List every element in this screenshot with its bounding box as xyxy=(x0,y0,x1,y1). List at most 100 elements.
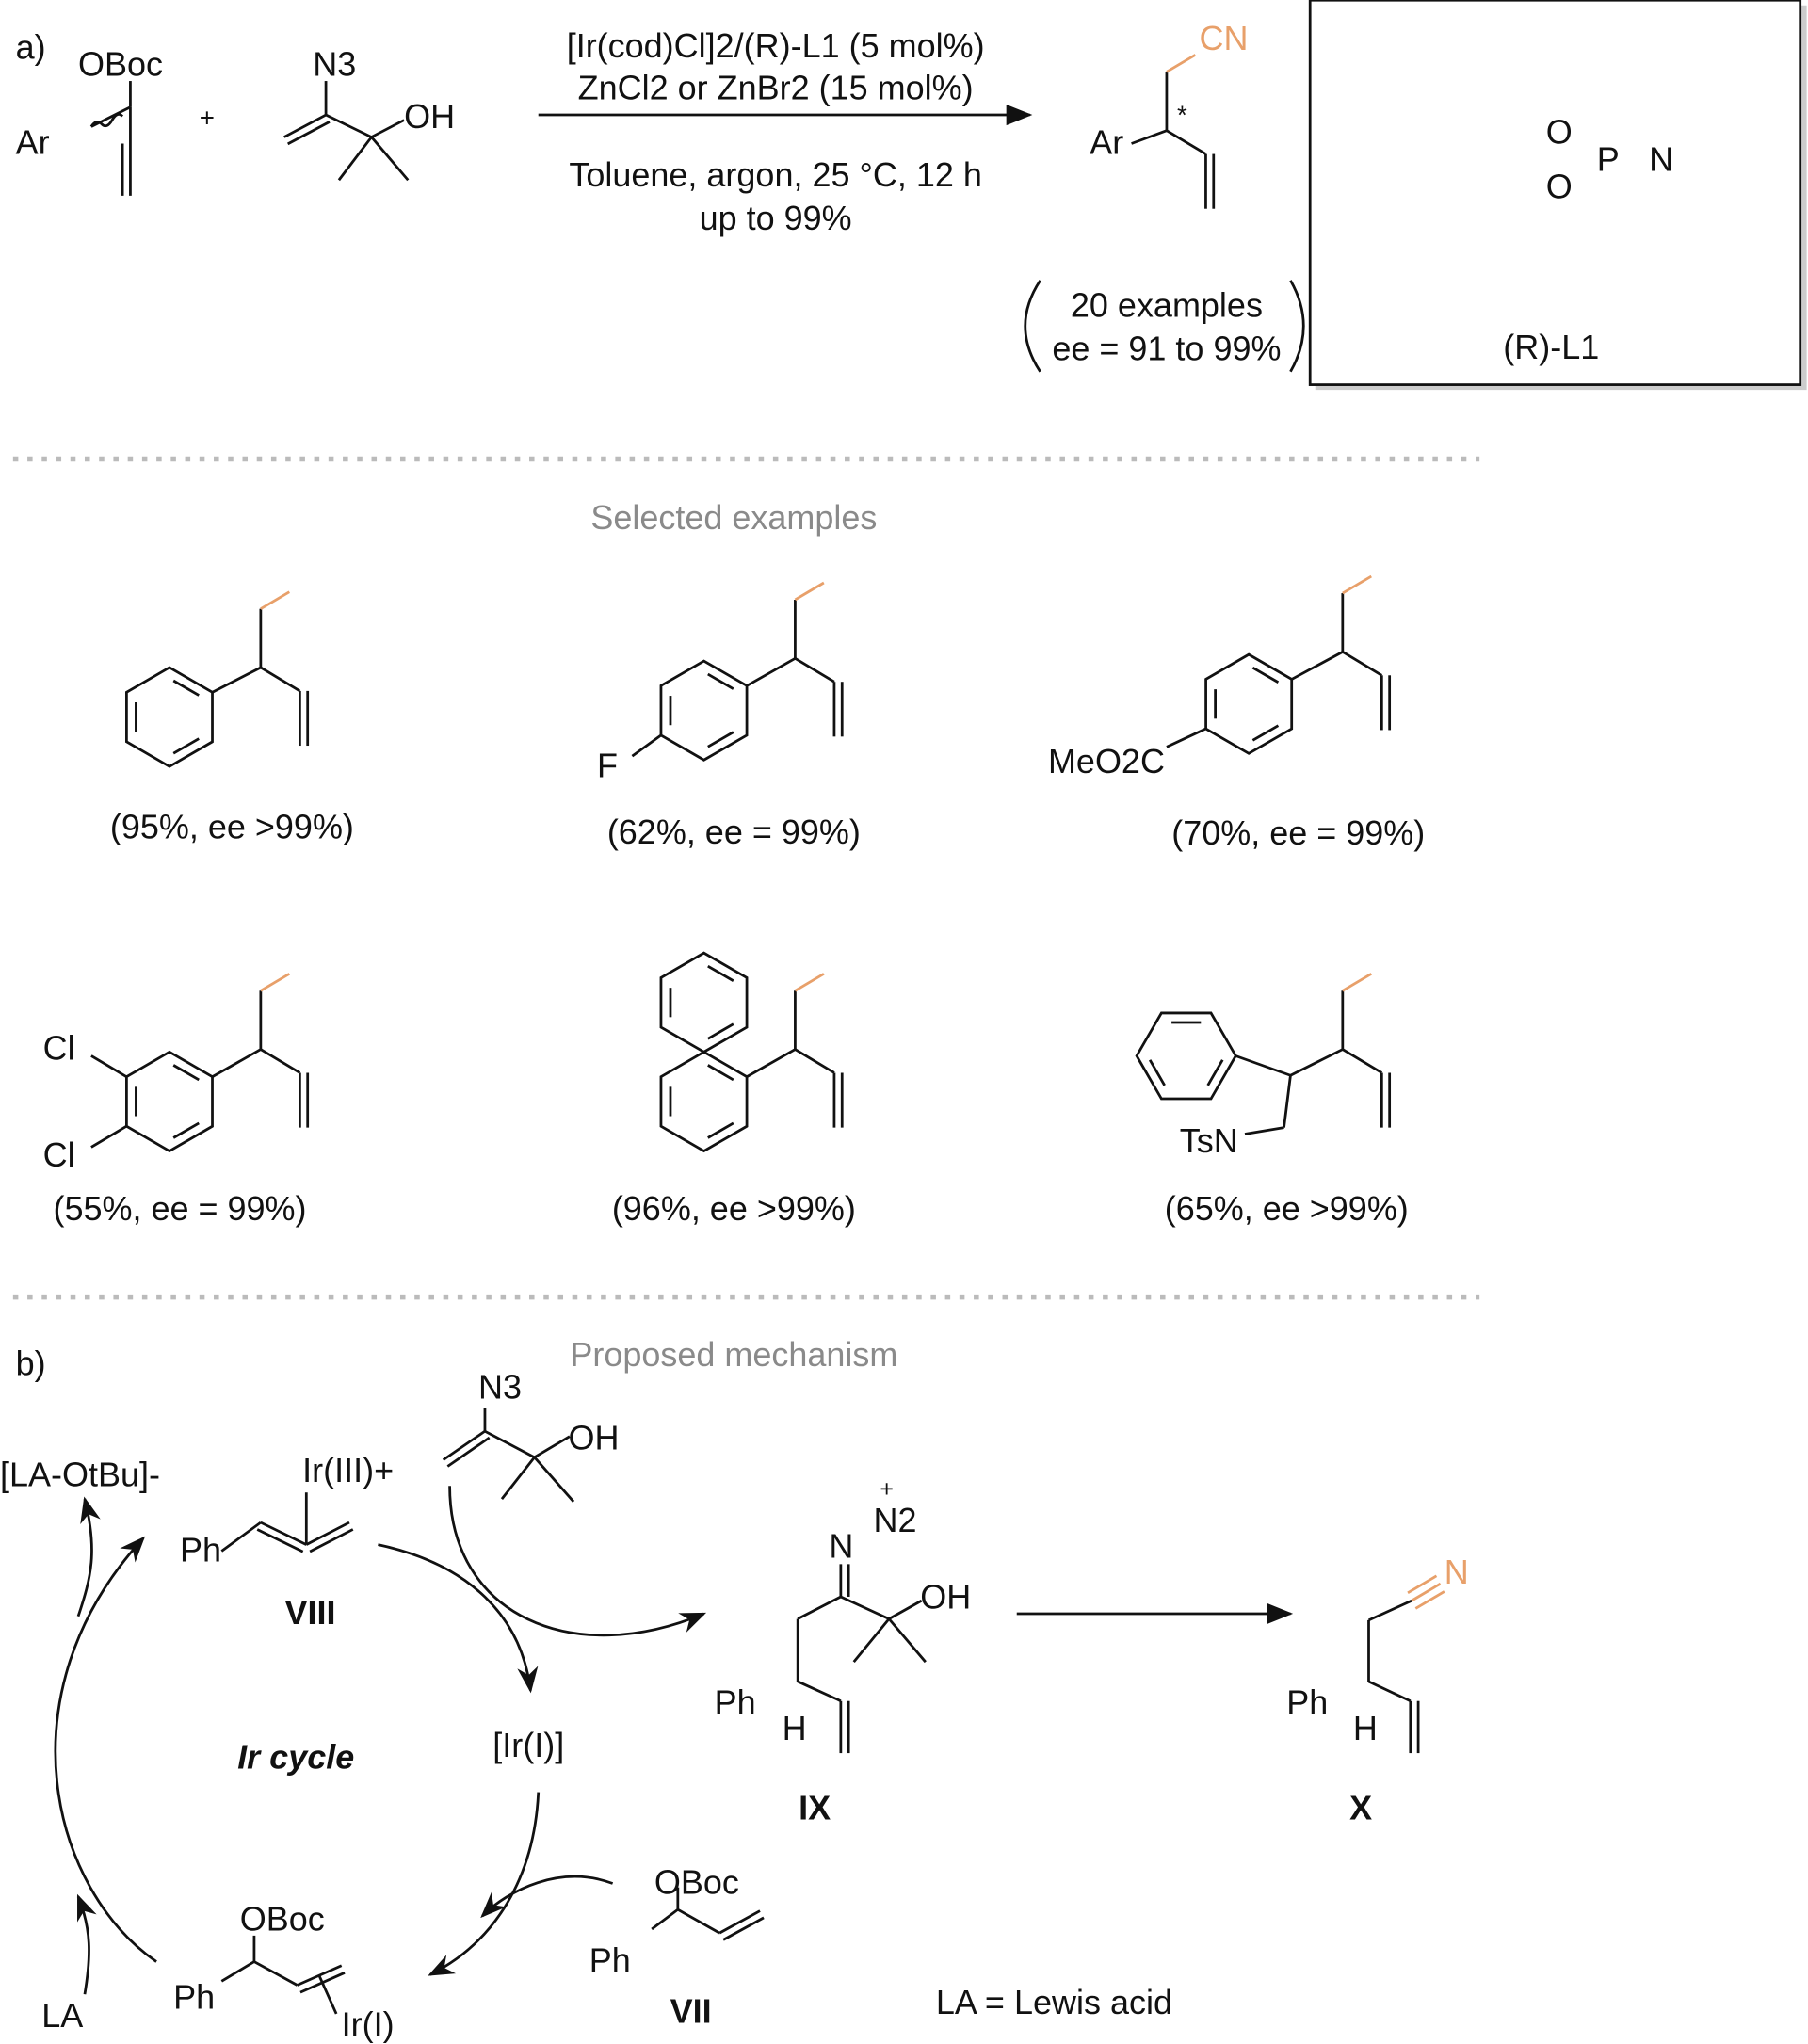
bond xyxy=(746,657,797,687)
mechanism-title: Proposed mechanism xyxy=(570,1335,897,1374)
bond xyxy=(309,1528,354,1553)
bond xyxy=(1251,666,1280,684)
ligand-label: (R)-L1 xyxy=(1503,328,1599,366)
yield-1: (95%, ee >99%) xyxy=(110,807,354,845)
conditions-line4: up to 99% xyxy=(700,199,852,237)
bond xyxy=(1251,724,1280,742)
bond xyxy=(533,1456,575,1503)
bond xyxy=(1367,1599,1412,1622)
vii-ph: Ph xyxy=(589,1941,631,1980)
bond xyxy=(1148,1059,1166,1086)
bond xyxy=(370,136,410,182)
yield-4: (55%, ee = 99%) xyxy=(54,1189,307,1228)
x-n: N xyxy=(1445,1553,1469,1591)
azide-n3: N3 xyxy=(478,1368,522,1407)
bond xyxy=(1367,1680,1412,1702)
substituent-tsn: TsN xyxy=(1180,1121,1238,1160)
reactant1-oboc: OBoc xyxy=(78,45,163,84)
ix-n2: N2 xyxy=(873,1501,916,1539)
bond xyxy=(172,679,200,697)
bond xyxy=(533,1435,571,1459)
bond xyxy=(722,1916,765,1941)
viii-ph: Ph xyxy=(180,1531,221,1569)
azide-oh: OH xyxy=(569,1419,620,1457)
bond xyxy=(211,1048,262,1078)
bond xyxy=(1166,129,1207,155)
x-ph: Ph xyxy=(1286,1683,1328,1722)
bond xyxy=(1342,1048,1383,1074)
bond xyxy=(1414,1590,1445,1610)
product-cn: CN xyxy=(1200,19,1249,57)
la-arrow xyxy=(76,1893,97,1995)
ix-n: N xyxy=(829,1526,853,1565)
bond xyxy=(1342,973,1372,992)
la-otbu: [LA-OtBu]- xyxy=(0,1455,160,1493)
bond xyxy=(500,1456,536,1500)
substituent-f: F xyxy=(597,746,618,784)
benzene-ring xyxy=(1135,1011,1237,1101)
bond xyxy=(212,666,262,694)
bond xyxy=(260,973,291,992)
bond xyxy=(1342,651,1383,677)
bond xyxy=(172,1064,200,1082)
ligand-o2: O xyxy=(1546,168,1573,206)
bond xyxy=(1289,1048,1344,1077)
benzene-ring xyxy=(659,659,749,762)
bond xyxy=(256,1528,304,1553)
bond xyxy=(718,1909,761,1935)
bond xyxy=(1244,1126,1284,1135)
viii-label: VIII xyxy=(284,1593,335,1632)
bond xyxy=(1411,1582,1442,1602)
ligand-box xyxy=(1308,0,1802,386)
bond xyxy=(707,1121,734,1139)
conditions-line3: Toluene, argon, 25 °C, 12 h xyxy=(569,155,982,194)
bond xyxy=(1235,1054,1291,1077)
otbu-arrow xyxy=(76,1496,101,1617)
substituent-cl-2: Cl xyxy=(43,1135,75,1174)
bond xyxy=(707,731,734,748)
benzene-ring xyxy=(659,1050,749,1153)
bond xyxy=(1166,54,1197,73)
benzene-ring xyxy=(125,666,214,768)
ligand-o1: O xyxy=(1546,112,1573,151)
bond xyxy=(90,1054,127,1078)
bond xyxy=(305,1521,350,1546)
substituent-cl-1: Cl xyxy=(43,1029,75,1068)
bond xyxy=(1206,1059,1224,1086)
bond xyxy=(852,1617,891,1664)
cycle-arrow-3 xyxy=(54,1536,157,1963)
bond xyxy=(220,1960,255,1983)
bond xyxy=(446,1436,491,1468)
complex-ir1: Ir(I) xyxy=(342,2004,395,2043)
bond xyxy=(90,1125,127,1149)
bond xyxy=(1131,129,1168,145)
bond xyxy=(260,1521,307,1546)
reactant1-ar: Ar xyxy=(16,123,50,162)
vii-oboc: OBoc xyxy=(654,1863,739,1902)
right-paren xyxy=(1289,280,1305,373)
part-b-label: b) xyxy=(16,1344,46,1383)
bond xyxy=(484,1429,536,1459)
bond xyxy=(707,964,734,982)
reactant2-oh: OH xyxy=(404,97,455,136)
wavy-bond xyxy=(89,113,124,128)
ix-oh: OH xyxy=(920,1577,971,1616)
bond xyxy=(746,1048,797,1078)
bond xyxy=(651,1908,679,1931)
bond xyxy=(840,1595,890,1620)
complex-ph: Ph xyxy=(173,1977,215,2016)
ix-ph: Ph xyxy=(715,1683,756,1722)
conditions-line1: [Ir(cod)Cl]2/(R)-L1 (5 mol%) xyxy=(567,26,985,65)
substituent-meo2c: MeO2C xyxy=(1048,742,1165,781)
ix-label: IX xyxy=(799,1789,831,1827)
bond xyxy=(260,1048,301,1074)
bond xyxy=(442,1430,486,1461)
bond xyxy=(794,973,825,992)
bond xyxy=(253,1960,299,1987)
bond xyxy=(172,737,200,755)
bond xyxy=(317,1975,338,2015)
bond xyxy=(325,113,373,138)
bond xyxy=(794,1048,835,1074)
bond xyxy=(794,581,825,602)
